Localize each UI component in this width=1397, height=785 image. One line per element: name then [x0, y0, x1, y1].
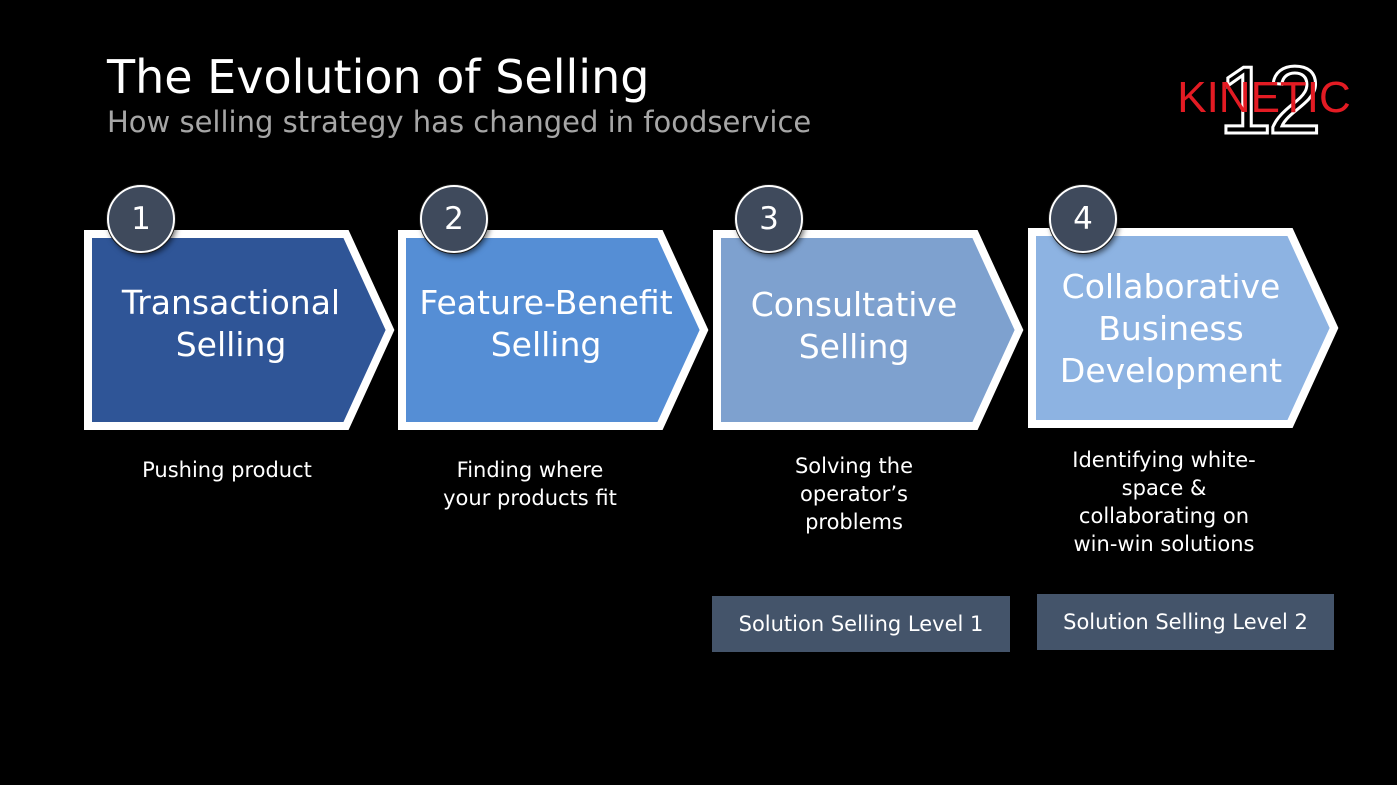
solution-selling-level-1: Solution Selling Level 1 [712, 596, 1010, 652]
stage-3-chevron [713, 230, 1024, 430]
slide-title: The Evolution of Selling [107, 50, 650, 104]
step-2-badge: 2 [420, 185, 488, 253]
stage-2-chevron [398, 230, 709, 430]
kinetic12-logo: 12 KINETIC [1177, 46, 1351, 156]
stage-1-chevron [84, 230, 395, 430]
stage-1-description: Pushing product [142, 458, 312, 482]
logo-word: KINETIC [1180, 73, 1350, 122]
solution-selling-level-2: Solution Selling Level 2 [1037, 594, 1334, 650]
slide-subtitle: How selling strategy has changed in food… [107, 105, 812, 139]
step-1-badge: 1 [107, 185, 175, 253]
step-4-badge: 4 [1049, 185, 1117, 253]
step-3-badge: 3 [735, 185, 803, 253]
stage-4-chevron [1028, 228, 1339, 428]
logo-number: 12 [1219, 48, 1318, 138]
stage-4-description: Identifying white-space &collaborating o… [1072, 448, 1256, 556]
